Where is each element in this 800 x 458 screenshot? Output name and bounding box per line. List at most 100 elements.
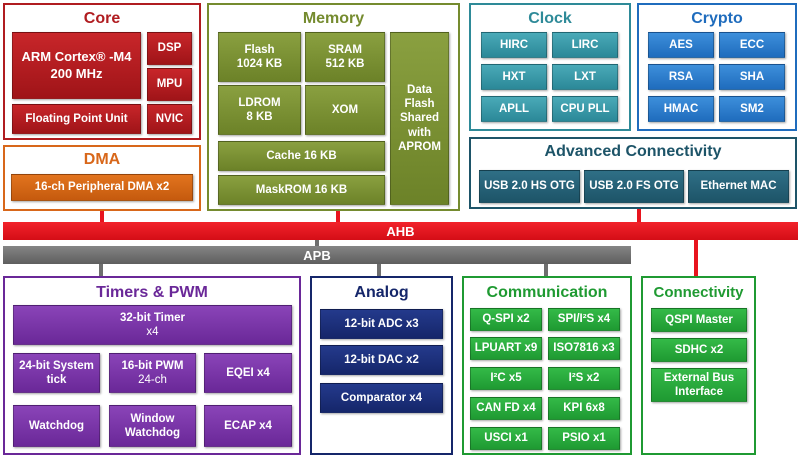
kpi-block: KPI 6x8 (548, 397, 620, 420)
nvic-block: NVIC (147, 104, 192, 134)
systick-line1: 24-bit System (19, 359, 94, 372)
wwdt-line2: Watchdog (124, 427, 181, 439)
fpu-block: Floating Point Unit (12, 104, 141, 134)
sram-block: SRAM 512 KB (305, 32, 385, 82)
clock-panel: Clock HIRC LIRC HXT LXT APLL CPU PLL (469, 3, 631, 131)
xom-block: XOM (305, 85, 385, 135)
apb-connector (99, 264, 103, 276)
core-panel: Core ARM Cortex® -M4 200 MHz DSP MPU Flo… (3, 3, 201, 140)
dataflash-line: Flash (404, 97, 435, 110)
comparator-block: Comparator x4 (320, 383, 443, 413)
analog-title: Analog (354, 284, 409, 301)
memory-panel: Memory Flash 1024 KB SRAM 512 KB LDROM 8… (207, 3, 460, 211)
timers-panel: Timers & PWM 32-bit Timer x4 24-bit Syst… (3, 276, 301, 455)
apb-connector (377, 264, 381, 276)
window-watchdog-block: Window Watchdog (109, 405, 196, 447)
flash-size: 1024 KB (236, 58, 283, 70)
usb-hs-otg-block: USB 2.0 HS OTG (479, 170, 580, 203)
ahb-connector (100, 211, 104, 222)
wwdt-line1: Window (130, 412, 175, 425)
clock-title: Clock (528, 10, 572, 27)
ecap-block: ECAP x4 (204, 405, 292, 447)
core-title: Core (83, 10, 121, 27)
sram-size: 512 KB (325, 58, 365, 70)
hxt-block: HXT (481, 64, 547, 90)
cache-block: Cache 16 KB (218, 141, 385, 171)
flash-label: Flash (244, 43, 275, 56)
ebi-block: External Bus Interface (651, 368, 747, 402)
usb-fs-otg-block: USB 2.0 FS OTG (584, 170, 684, 203)
eqei-block: EQEI x4 (204, 353, 292, 393)
dataflash-line: with (408, 126, 431, 139)
sram-label: SRAM (328, 43, 362, 56)
dataflash-line: Data (407, 83, 432, 96)
dac-block: 12-bit DAC x2 (320, 345, 443, 375)
crypto-title: Crypto (691, 10, 743, 27)
dataflash-line: APROM (398, 141, 441, 154)
qspi-block: Q-SPI x2 (470, 308, 542, 331)
aes-block: AES (648, 32, 714, 58)
pwm-label: 16-bit PWM (121, 359, 184, 372)
ldrom-label: LDROM (238, 96, 281, 109)
pwm-block: 16-bit PWM 24-ch (109, 353, 196, 393)
mpu-block: MPU (147, 68, 192, 101)
timer32-block: 32-bit Timer x4 (13, 305, 292, 345)
ebi-line1: External Bus (663, 371, 735, 384)
sha-block: SHA (719, 64, 785, 90)
cpu-freq: 200 MHz (50, 65, 103, 81)
maskrom-block: MaskROM 16 KB (218, 175, 385, 205)
cpu-name: ARM Cortex® -M4 (21, 49, 132, 65)
hmac-block: HMAC (648, 96, 714, 122)
apb-bridge-connector (315, 240, 319, 246)
adv-connectivity-panel: Advanced Connectivity USB 2.0 HS OTG USB… (469, 137, 797, 209)
systick-block: 24-bit System tick (13, 353, 100, 393)
crypto-panel: Crypto AES ECC RSA SHA HMAC SM2 (637, 3, 797, 131)
connectivity-panel: Connectivity QSPI Master SDHC x2 Externa… (641, 276, 756, 455)
analog-panel: Analog 12-bit ADC x3 12-bit DAC x2 Compa… (310, 276, 453, 455)
ldrom-size: 8 KB (246, 111, 273, 123)
dma-panel: DMA 16-ch Peripheral DMA x2 (3, 145, 201, 211)
watchdog-block: Watchdog (13, 405, 100, 447)
apb-bus: APB (3, 246, 631, 264)
adc-block: 12-bit ADC x3 (320, 309, 443, 339)
dataflash-block: Data Flash Shared with APROM (390, 32, 449, 205)
psio-block: PSIO x1 (548, 427, 620, 450)
cpu-block: ARM Cortex® -M4 200 MHz (12, 32, 141, 99)
dataflash-line: Shared (400, 112, 439, 125)
ecc-block: ECC (719, 32, 785, 58)
timers-title: Timers & PWM (96, 284, 208, 301)
timer32-count: x4 (146, 326, 159, 338)
iso7816-block: ISO7816 x3 (548, 337, 620, 360)
communication-title: Communication (486, 284, 608, 301)
ebi-line2: Interface (675, 386, 723, 398)
ldrom-block: LDROM 8 KB (218, 85, 301, 135)
memory-title: Memory (302, 10, 365, 27)
ahb-connector (637, 209, 641, 222)
timer32-label: 32-bit Timer (120, 311, 185, 324)
rsa-block: RSA (648, 64, 714, 90)
cpu-pll-block: CPU PLL (552, 96, 618, 122)
i2c-block: I²C x5 (470, 367, 542, 390)
sm2-block: SM2 (719, 96, 785, 122)
systick-line2: tick (46, 374, 67, 386)
ahb-bus: AHB (3, 222, 798, 240)
hirc-block: HIRC (481, 32, 547, 58)
ahb-connector (336, 211, 340, 222)
apll-block: APLL (481, 96, 547, 122)
canfd-block: CAN FD x4 (470, 397, 542, 420)
communication-panel: Communication Q-SPI x2 SPI/I²S x4 LPUART… (462, 276, 632, 455)
adv-connectivity-title: Advanced Connectivity (544, 143, 722, 160)
spi-i2s-block: SPI/I²S x4 (548, 308, 620, 331)
connectivity-title: Connectivity (653, 284, 744, 301)
ahb-connector (694, 240, 698, 276)
lpuart-block: LPUART x9 (470, 337, 542, 360)
dma-title: DMA (83, 151, 121, 168)
lxt-block: LXT (552, 64, 618, 90)
dma-block: 16-ch Peripheral DMA x2 (11, 174, 193, 201)
usci-block: USCI x1 (470, 427, 542, 450)
pwm-channels: 24-ch (138, 374, 167, 386)
sdhc-block: SDHC x2 (651, 338, 747, 362)
dsp-block: DSP (147, 32, 192, 65)
flash-block: Flash 1024 KB (218, 32, 301, 82)
apb-connector (544, 264, 548, 276)
